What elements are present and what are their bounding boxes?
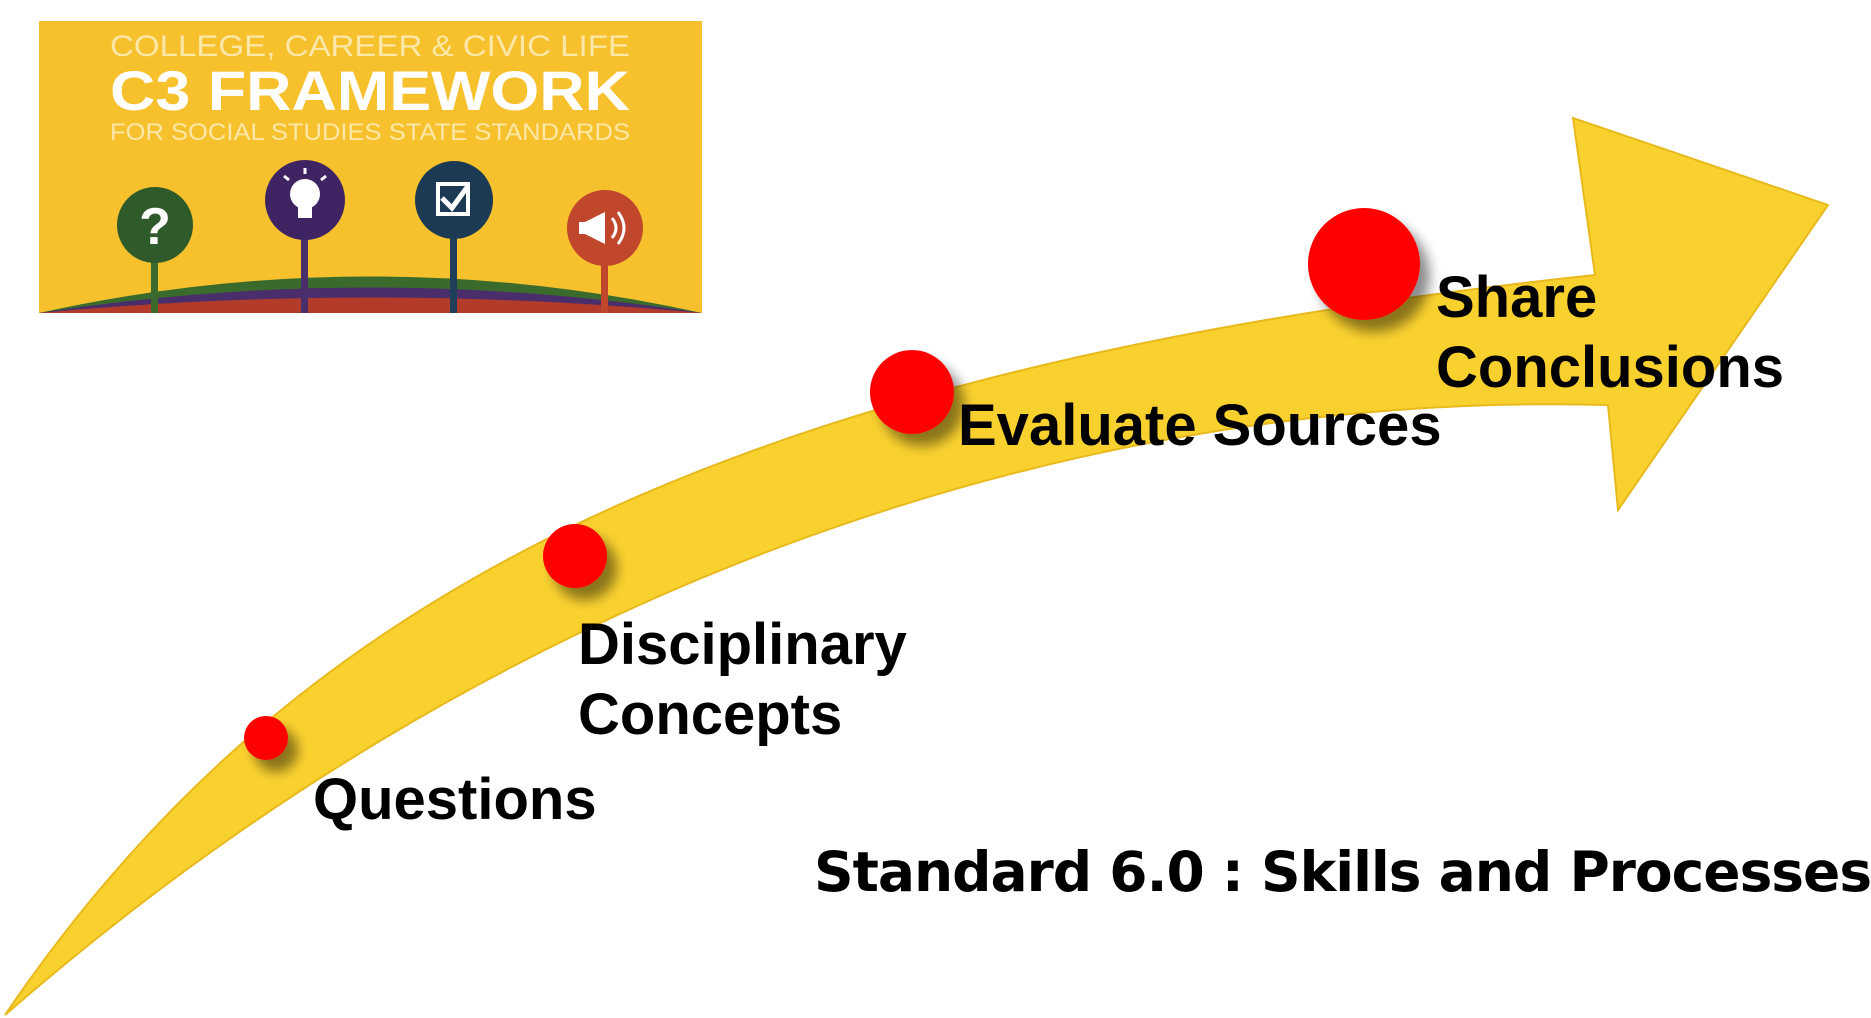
step-dot-questions bbox=[244, 716, 288, 760]
checkbox-icon bbox=[415, 161, 493, 313]
step-label-evaluate-sources: Evaluate Sources bbox=[958, 393, 1442, 458]
megaphone-icon bbox=[567, 190, 643, 313]
standard-caption: Standard 6.0 : Skills and Processes bbox=[814, 840, 1871, 904]
question-icon: ? bbox=[117, 187, 193, 313]
step-dots bbox=[244, 208, 1420, 760]
c3-framework-logo: COLLEGE, CAREER & CIVIC LIFE C3 FRAMEWOR… bbox=[39, 21, 702, 313]
step-dot-share-conclusions bbox=[1308, 208, 1420, 320]
logo-line-2: C3 FRAMEWORK bbox=[110, 59, 630, 122]
logo-line-1: COLLEGE, CAREER & CIVIC LIFE bbox=[110, 30, 630, 63]
progress-arrow bbox=[4, 116, 1830, 1016]
step-dot-evaluate-sources bbox=[870, 350, 954, 434]
lightbulb-icon bbox=[265, 160, 345, 313]
logo-hill-red bbox=[39, 297, 702, 313]
step-label-questions: Questions bbox=[313, 767, 597, 832]
svg-text:?: ? bbox=[139, 198, 171, 256]
step-dot-disciplinary-concepts bbox=[543, 524, 607, 588]
step-label-disciplinary-concepts: Disciplinary Concepts bbox=[578, 612, 907, 747]
logo-line-3: FOR SOCIAL STUDIES STATE STANDARDS bbox=[110, 119, 630, 146]
step-label-share-conclusions: Share Conclusions bbox=[1436, 265, 1785, 400]
